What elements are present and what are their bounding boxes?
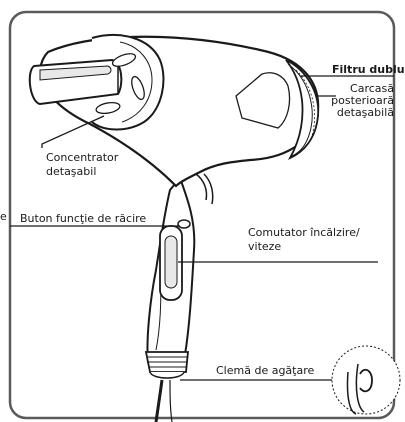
label-clema: Clemă de agăţare [216, 364, 314, 377]
leader-concentrator [42, 116, 104, 148]
label-edge-fragment: e [0, 210, 7, 223]
hanging-loop [360, 370, 372, 392]
cool-shot-button [178, 220, 190, 228]
label-buton-racire: Buton funcţie de răcire [20, 212, 146, 225]
label-comutator-line2: viteze [248, 240, 281, 253]
label-filtru-dublu: Filtru dublu [332, 63, 405, 76]
label-comutator-line1: Comutator încălzire/ [248, 226, 360, 239]
label-carcasa-line3: detaşabilă [330, 106, 394, 119]
label-concentrator-line1: Concentrator [46, 151, 118, 164]
label-concentrator-line2: detaşabil [46, 165, 96, 178]
power-cord [156, 380, 162, 422]
